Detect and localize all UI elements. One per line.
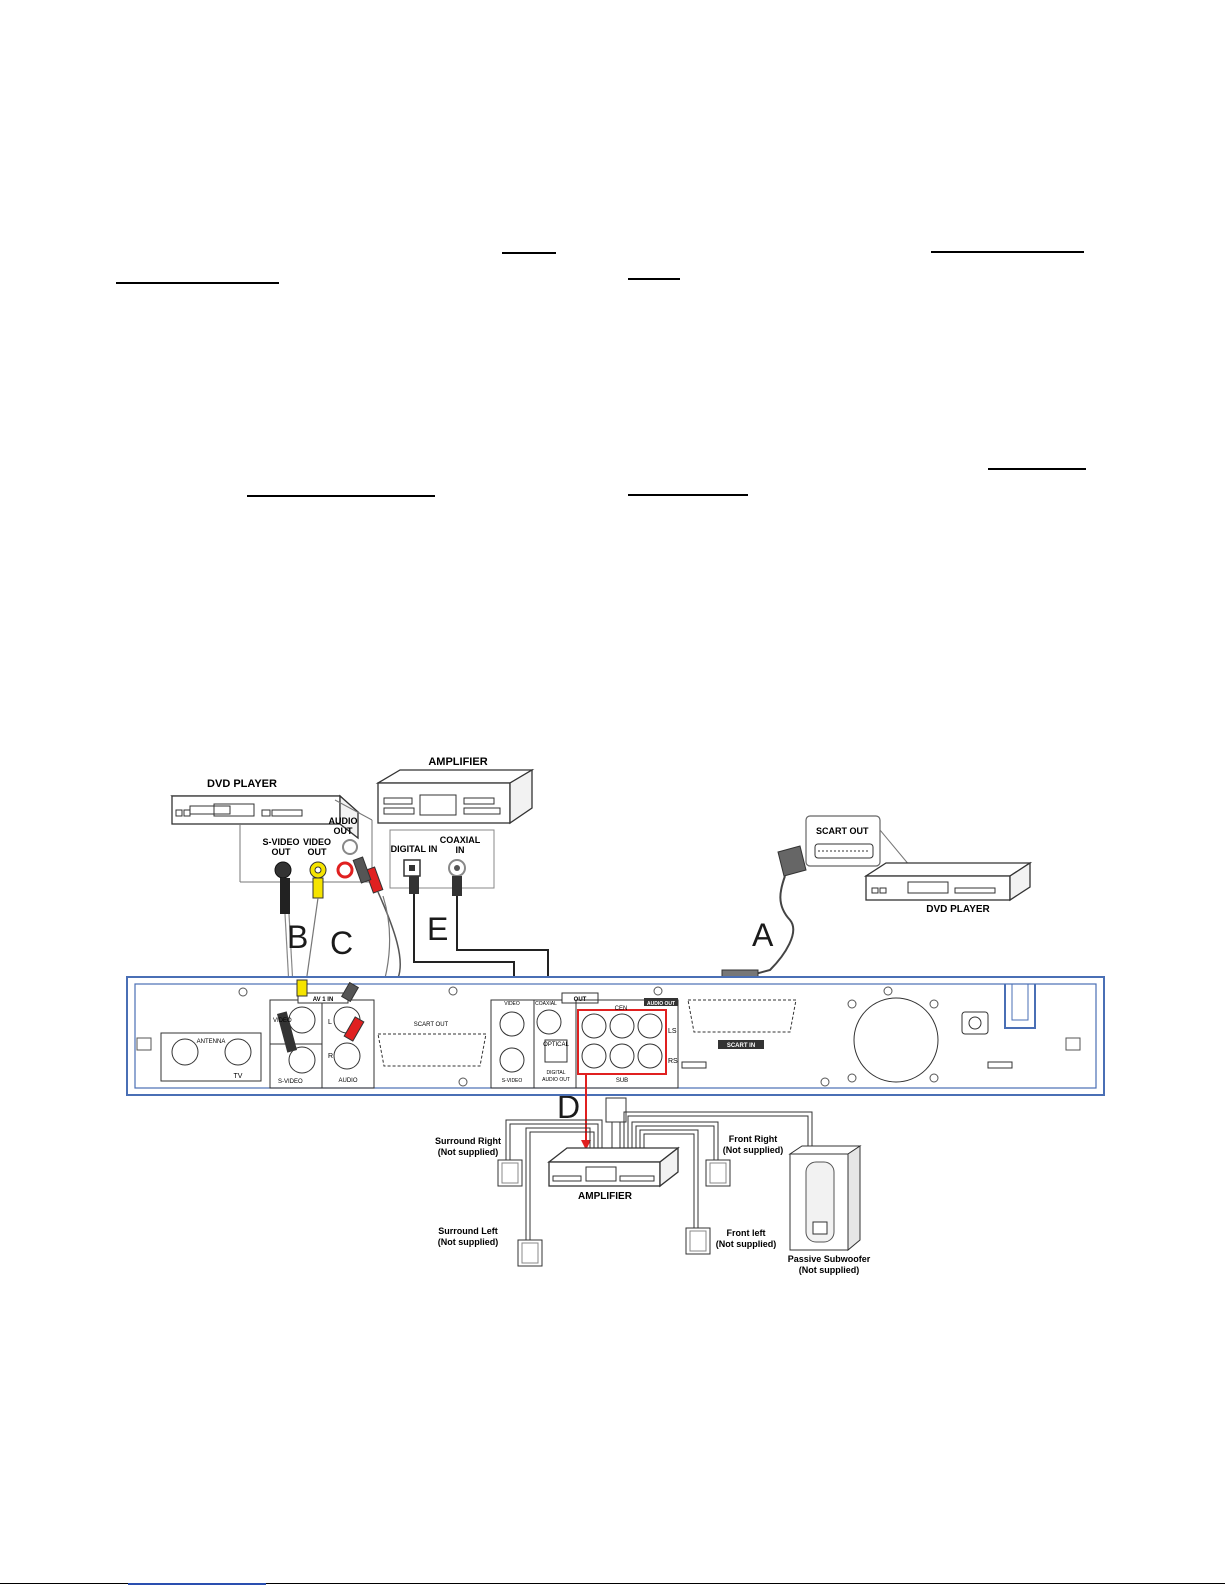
rear-51-out-block	[575, 998, 679, 1089]
svideo-out-label-2: OUT	[272, 847, 292, 857]
rear-coaxial-label: COAXIAL	[535, 1001, 557, 1007]
coaxial-in-label-2: IN	[456, 845, 465, 855]
underline-1	[502, 252, 556, 254]
av1-in-block	[269, 979, 375, 1089]
front-left-label-2: (Not supplied)	[716, 1239, 777, 1249]
speaker-front-right	[705, 1159, 731, 1187]
amplifier-bottom	[547, 1146, 680, 1188]
speaker-front-left	[685, 1227, 711, 1255]
scart-out-device-label: SCART OUT	[816, 826, 869, 836]
front-right-label-1: Front Right	[729, 1134, 778, 1144]
front-right-label-2: (Not supplied)	[723, 1145, 784, 1155]
amplifier-bottom-label: AMPLIFIER	[578, 1191, 633, 1202]
dvd-player-right-label: DVD PLAYER	[926, 904, 990, 915]
amp-port-callout	[389, 829, 495, 889]
amplifier-top-label: AMPLIFIER	[428, 756, 487, 768]
amplifier-top	[375, 768, 535, 825]
underline-3	[931, 251, 1084, 253]
cable-c-audio	[352, 856, 401, 1021]
rear-optical-label: OPTICAL	[543, 1042, 569, 1048]
tv-label: TV	[234, 1073, 243, 1080]
speaker-wiring	[505, 1097, 813, 1240]
connection-letter-d: D	[557, 1089, 580, 1125]
cable-d-arrow	[581, 1074, 591, 1150]
power-socket-icon	[961, 1011, 989, 1035]
rear-scart-out	[377, 1033, 487, 1067]
cable-c-video	[304, 877, 324, 991]
surround-left-label-1: Surround Left	[438, 1226, 498, 1236]
underline-9	[128, 1583, 266, 1585]
rear-digital-label-2: AUDIO OUT	[542, 1077, 570, 1083]
rear-audio-out-label: AUDIO OUT	[647, 1001, 675, 1007]
connection-letter-c: C	[330, 925, 353, 961]
av1-in-label: AV 1 IN	[313, 997, 334, 1003]
surround-left-label-2: (Not supplied)	[438, 1237, 499, 1247]
underline-8	[0, 1583, 1225, 1584]
speaker-subwoofer	[788, 1145, 862, 1252]
dvd-player-right	[863, 861, 1033, 902]
underline-6	[247, 495, 435, 497]
rear-clip	[1004, 984, 1036, 1029]
front-left-label-1: Front left	[727, 1228, 766, 1238]
rear-audio-label: AUDIO	[338, 1078, 357, 1084]
rear-r-label: R	[328, 1053, 333, 1060]
svideo-out-label-1: S-VIDEO	[262, 837, 299, 847]
video-out-label-2: OUT	[308, 847, 328, 857]
subwoofer-label-1: Passive Subwoofer	[788, 1254, 871, 1264]
rear-digital-label-1: DIGITAL	[546, 1070, 565, 1076]
rear-scart-in-label: SCART IN	[727, 1043, 755, 1049]
antenna-label: ANTENNA	[197, 1039, 226, 1045]
connection-letter-b: B	[287, 919, 308, 955]
dvd-port-callout	[239, 799, 373, 883]
scart-out-device	[805, 815, 911, 867]
video-out-label-1: VIDEO	[303, 837, 331, 847]
subwoofer-label-2: (Not supplied)	[799, 1265, 860, 1275]
coaxial-in-label-1: COAXIAL	[440, 835, 481, 845]
underline-5	[988, 468, 1086, 470]
dvd-jacks	[274, 839, 358, 879]
rear-cen-label: CEN	[615, 1006, 628, 1012]
surround-right-label-2: (Not supplied)	[438, 1147, 499, 1157]
rear-sub-label: SUB	[616, 1078, 628, 1084]
speaker-surround-right	[497, 1159, 523, 1187]
underline-4	[628, 278, 680, 280]
rear-scart-in	[687, 999, 797, 1049]
surround-right-label-1: Surround Right	[435, 1136, 501, 1146]
digital-in-label: DIGITAL IN	[391, 844, 438, 854]
rear-scart-out-label: SCART OUT	[414, 1022, 449, 1028]
rear-rs-label: RS	[668, 1058, 678, 1065]
connection-letter-a: A	[752, 917, 774, 953]
rear-digital-out-block	[533, 992, 599, 1089]
antenna-block	[160, 1032, 262, 1082]
rear-video-b-label: VIDEO	[504, 1001, 520, 1007]
rear-svideo-label: S-VIDEO	[278, 1079, 303, 1085]
rear-video-label: VIDEO	[273, 1018, 292, 1024]
rear-fan	[847, 997, 939, 1083]
connection-letter-e: E	[427, 911, 448, 947]
rear-ls-label: LS	[668, 1028, 677, 1035]
audio-out-label-1: AUDIO	[329, 816, 358, 826]
rear-svideo-b-label: S-VIDEO	[502, 1078, 523, 1084]
underline-2	[116, 282, 279, 284]
rear-l-label: L	[328, 1019, 332, 1026]
speaker-surround-left	[517, 1239, 543, 1267]
audio-out-label-2: OUT	[334, 826, 354, 836]
dvd-player-left-label: DVD PLAYER	[207, 778, 277, 790]
underline-7	[628, 494, 748, 496]
